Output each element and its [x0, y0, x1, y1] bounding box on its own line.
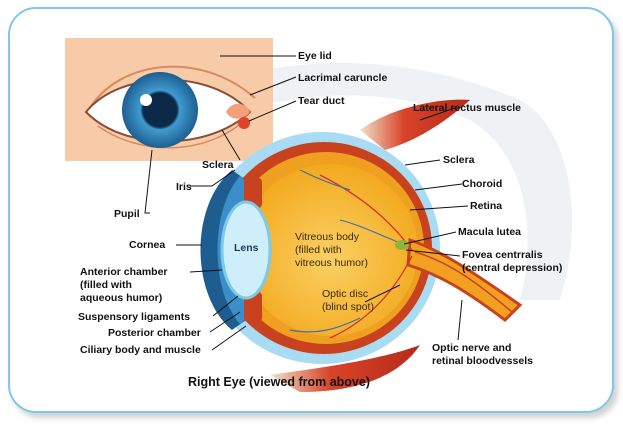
label-fovea-2: (central depression): [462, 262, 562, 274]
label-anterior-3: aqueous humor): [80, 292, 162, 304]
label-ciliary: Ciliary body and muscle: [80, 344, 201, 356]
eye-highlight: [140, 94, 152, 106]
label-anterior-2: (filled with: [80, 279, 132, 291]
label-pupil: Pupil: [114, 208, 140, 220]
label-anterior-1: Anterior chamber: [80, 266, 168, 278]
cross-section: [200, 99, 523, 392]
label-optic-nerve-2: retinal bloodvessels: [432, 355, 533, 367]
label-cornea: Cornea: [129, 239, 165, 251]
label-eye-lid: Eye lid: [298, 50, 332, 62]
label-iris: Iris: [176, 181, 192, 193]
label-retina: Retina: [470, 200, 502, 212]
label-fovea-1: Fovea centrralis: [462, 249, 543, 261]
leader-lines: [144, 55, 469, 351]
label-optic-disc-2: (blind spot): [322, 301, 374, 313]
label-lens: Lens: [234, 242, 259, 254]
label-sclera: Sclera: [443, 154, 475, 166]
label-vitreous-3: vitreous humor): [295, 257, 368, 269]
label-vitreous-1: Vitreous body: [295, 231, 360, 243]
label-tear-duct: Tear duct: [298, 95, 345, 107]
diagram-caption: Right Eye (viewed from above): [188, 375, 370, 389]
label-posterior: Posterior chamber: [108, 327, 201, 339]
lower-muscle: [270, 345, 420, 392]
label-lateral-rectus: Lateral rectus muscle: [413, 102, 521, 114]
labels: Eye lid Lacrimal caruncle Tear duct Late…: [78, 50, 562, 389]
tear-duct: [238, 117, 250, 129]
label-optic-disc-1: Optic disc: [322, 288, 368, 300]
label-suspensory: Suspensory ligaments: [78, 311, 190, 323]
front-eye-view: [65, 38, 273, 161]
label-vitreous-2: (filled with: [295, 244, 342, 256]
background-swoosh: [150, 62, 573, 300]
macula-lutea: [395, 240, 409, 250]
vitreous-body: [242, 164, 418, 336]
label-optic-nerve-1: Optic nerve and: [432, 342, 511, 354]
lens: [220, 200, 272, 300]
label-lacrimal-caruncle: Lacrimal caruncle: [298, 72, 387, 84]
label-macula: Macula lutea: [458, 226, 521, 238]
label-choroid: Choroid: [462, 178, 502, 190]
label-sclera-front: Sclera: [202, 159, 234, 171]
